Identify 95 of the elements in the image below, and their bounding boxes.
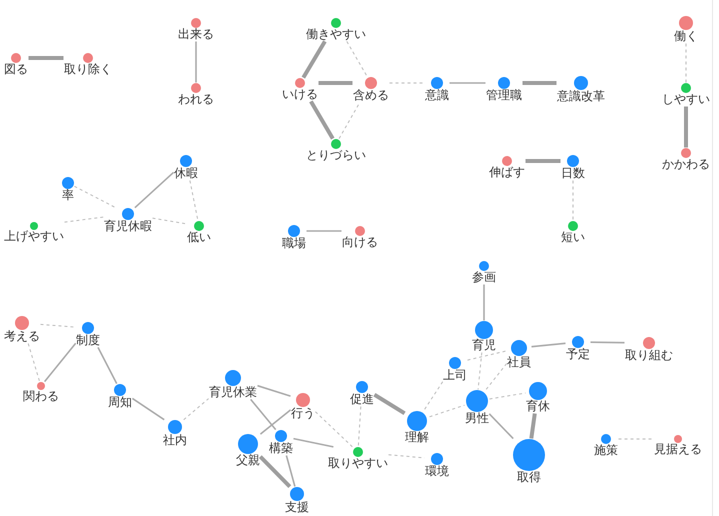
connector-line	[293, 438, 334, 448]
node-label: 取得	[517, 471, 541, 484]
node-label: 取り除く	[64, 63, 112, 76]
connector-line	[258, 455, 292, 488]
dashed-connector	[429, 404, 465, 418]
dashed-connector	[64, 216, 104, 223]
connector-line	[132, 398, 165, 420]
node-label: 男性	[465, 412, 489, 425]
node-label: 職場	[282, 237, 306, 250]
connector-line	[306, 230, 342, 232]
node-label: 上げやすい	[4, 230, 64, 243]
node-label: 制度	[76, 334, 100, 347]
dashed-connector	[183, 398, 210, 420]
node-label: 参画	[472, 271, 496, 284]
node-label: 取り組む	[625, 349, 673, 362]
node-label: 環境	[425, 465, 449, 478]
node-label: 意識改革	[557, 90, 605, 103]
node-label: 働く	[674, 30, 698, 43]
connector-line	[309, 100, 335, 140]
connector-line	[529, 413, 537, 439]
dashed-connector	[618, 438, 654, 440]
connector-line	[260, 409, 292, 435]
node-label: 日数	[561, 167, 585, 180]
node-label: 伸ばす	[489, 166, 525, 179]
node-label: かかわる	[662, 158, 710, 171]
dashed-connector	[478, 352, 482, 390]
connector-line	[44, 342, 76, 382]
dashed-connector	[572, 180, 574, 221]
node-label: 図る	[4, 63, 28, 76]
dashed-connector	[74, 186, 116, 208]
dashed-connector	[486, 363, 508, 390]
node-label: 社員	[507, 356, 531, 369]
dashed-connector	[40, 324, 76, 328]
dashed-connector	[152, 218, 187, 224]
node-label: 短い	[561, 231, 585, 244]
dashed-connector	[346, 40, 368, 78]
node-label: 育休	[526, 400, 550, 413]
node-label: 行う	[291, 407, 315, 420]
node-label: 関わる	[23, 390, 59, 403]
node-label: 理解	[405, 431, 429, 444]
connector-line	[302, 40, 327, 79]
node-label: 周知	[108, 396, 132, 409]
dashed-connector	[489, 392, 526, 400]
node-label: 休暇	[174, 167, 198, 180]
dashed-connector	[467, 350, 507, 361]
node-label: 考える	[4, 330, 40, 343]
connector-line	[286, 455, 296, 487]
dashed-connector	[338, 102, 360, 140]
connector-line	[28, 56, 64, 60]
node-label: 低い	[187, 231, 211, 244]
node-label: 育児休業	[209, 386, 257, 399]
dashed-connector	[28, 343, 40, 382]
connector-line	[134, 172, 174, 208]
connector-line	[318, 81, 352, 85]
connector-line	[684, 106, 688, 148]
node-label: 管理職	[486, 89, 522, 102]
node-label: 率	[62, 189, 74, 202]
connector-line	[526, 159, 560, 163]
dashed-connector	[389, 82, 425, 84]
node-label: 取りやすい	[328, 457, 388, 470]
connector-line	[373, 393, 406, 415]
node-label: とりづらい	[306, 149, 366, 162]
connector-line	[488, 413, 514, 440]
node-label: 意識	[425, 89, 449, 102]
node-label: 働きやすい	[306, 28, 366, 41]
node-label: 社内	[163, 434, 187, 447]
connector-line	[97, 347, 118, 384]
dashed-connector	[189, 180, 198, 221]
node-label: 向ける	[342, 236, 378, 249]
connector-line	[195, 42, 197, 82]
dashed-connector	[314, 411, 353, 448]
dashed-connector	[358, 406, 362, 447]
connector-line	[590, 341, 625, 344]
node-label: 育児休暇	[104, 220, 152, 233]
node-label: 育児	[472, 339, 496, 352]
node-label: 出来る	[178, 28, 214, 41]
node-label: いける	[282, 88, 318, 101]
node-label: われる	[178, 93, 214, 106]
node-label: 予定	[566, 348, 590, 361]
connector-line	[531, 342, 566, 348]
node-label: 見据える	[654, 443, 702, 456]
node-label: 構築	[269, 442, 293, 455]
dashed-connector	[423, 381, 444, 412]
connector-line	[522, 81, 556, 85]
node-label: 含める	[353, 89, 389, 102]
node-label: 上司	[443, 369, 467, 382]
connector-line	[450, 82, 486, 84]
node-label: しやすい	[662, 93, 710, 106]
connector-line	[250, 398, 276, 430]
connector-line	[483, 284, 485, 320]
connector-line	[257, 384, 291, 397]
node-label: 支援	[285, 501, 309, 514]
node-label: 促進	[350, 393, 374, 406]
node-label: 施策	[594, 444, 618, 457]
node-label: 父親	[236, 454, 260, 467]
